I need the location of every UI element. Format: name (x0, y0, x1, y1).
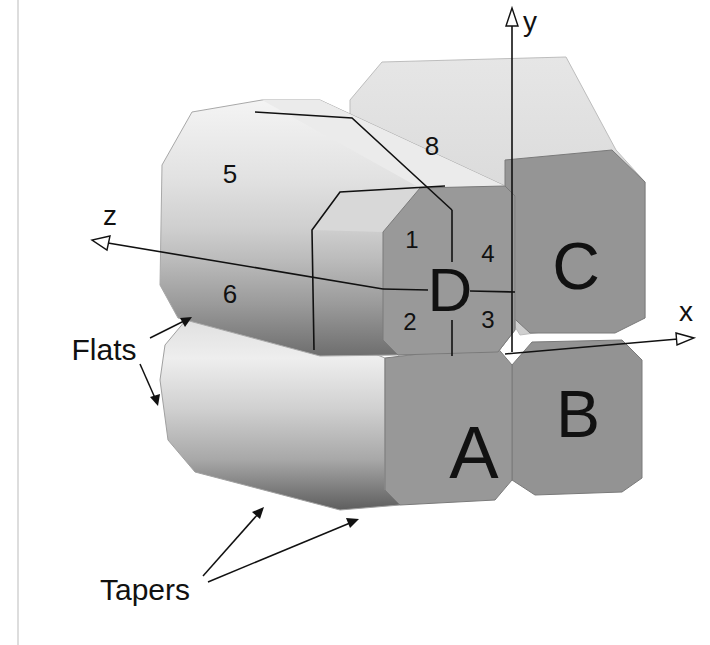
callout-number: 8 (425, 133, 439, 159)
rod-body (160, 100, 515, 356)
leader-arrowhead (252, 507, 264, 519)
segment-line (255, 112, 452, 210)
rod-top (262, 100, 505, 188)
segment-line (470, 291, 515, 292)
x-axis (505, 339, 678, 354)
axis-arrowhead (92, 236, 110, 250)
callout-number: x (679, 298, 693, 326)
electrode-face: B (550, 377, 606, 451)
segment-line (383, 289, 428, 290)
electrode-letter: A (449, 416, 498, 490)
rod-face (383, 186, 515, 355)
electrode-letter: B (556, 381, 600, 447)
electrode-face: A (443, 412, 504, 494)
page-border (17, 0, 19, 645)
leader-arrowhead (150, 394, 160, 406)
leader-line (203, 514, 258, 576)
rod-face (385, 345, 512, 505)
segment-line (312, 186, 445, 350)
callout-number: 3 (481, 308, 494, 332)
rod-face (505, 150, 645, 333)
leader-line (150, 321, 184, 338)
callout-number: 4 (481, 242, 494, 266)
callout-number: y (523, 8, 537, 36)
callout-label: Tapers (100, 575, 190, 605)
segment-line (451, 210, 453, 262)
leader-line (140, 364, 155, 398)
axis-arrowhead (506, 8, 518, 26)
callout-number: 6 (223, 281, 237, 307)
callout-number: 5 (223, 161, 237, 187)
rod-face (512, 340, 642, 495)
callout-label: Flats (71, 335, 136, 365)
z-axis (96, 241, 383, 289)
callout-number: z (103, 202, 117, 230)
leader-line (208, 523, 350, 582)
leader-arrowhead (346, 518, 359, 528)
y-axis (511, 24, 513, 352)
axis-arrowhead (676, 333, 694, 345)
segment-line (451, 320, 453, 356)
electrode-letter: D (428, 259, 473, 321)
callout-number: 1 (405, 228, 418, 252)
callout-number: 2 (403, 310, 416, 334)
electrode-face: D (422, 255, 479, 325)
leader-arrowhead (180, 317, 192, 327)
electrode-face: C (546, 229, 606, 303)
electrode-letter: C (552, 233, 600, 299)
